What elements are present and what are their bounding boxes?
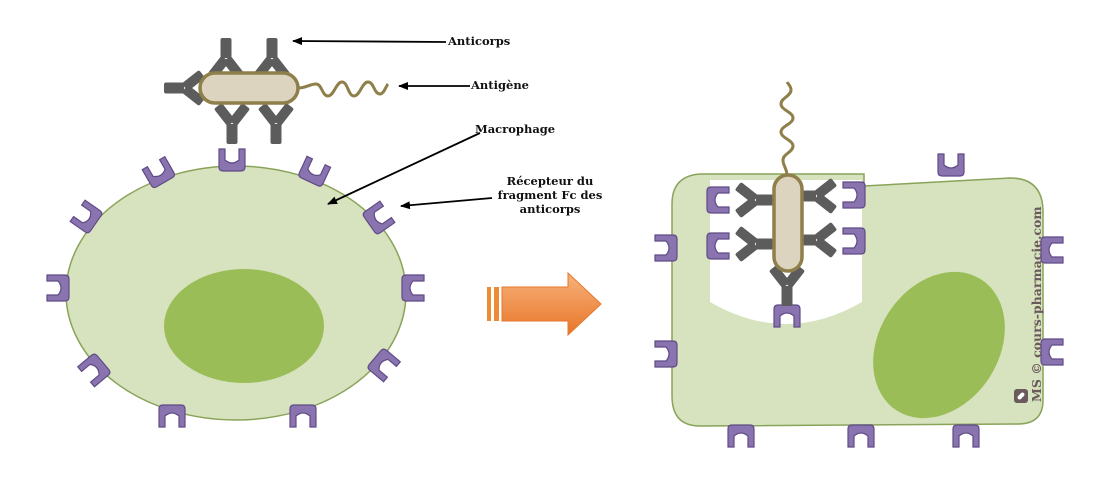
fc-receptor (727, 424, 755, 448)
label-antibodies: Anticorps (448, 34, 511, 48)
antigen-body (198, 71, 300, 105)
label-fc-receptor-line3: anticorps (519, 202, 581, 216)
label-fc-receptor-line2: fragment Fc des (497, 188, 603, 202)
engulfed-antigen (734, 81, 838, 306)
label-fc-receptor: Récepteur du fragment Fc des anticorps (495, 174, 605, 216)
fc-receptor (46, 274, 70, 302)
flagellum (779, 81, 795, 177)
label-fc-receptor-line1: Récepteur du (506, 174, 594, 188)
antigen-body (772, 173, 804, 273)
antibody (213, 102, 251, 144)
label-antigen: Antigène (471, 78, 529, 92)
fc-receptor (289, 404, 317, 428)
fc-receptor (952, 424, 980, 448)
fc-receptor (654, 340, 678, 368)
flagellum (297, 80, 390, 98)
annotation-arrows (292, 37, 493, 210)
watermark-text: MS © cours-pharmacie.com (1029, 206, 1044, 402)
fc-receptor (654, 234, 678, 262)
process-arrow (487, 271, 602, 337)
fc-receptor (847, 424, 875, 448)
fc-receptor (1040, 338, 1064, 366)
macrophage-nucleus (164, 269, 324, 383)
antibody (257, 102, 295, 144)
fc-receptor-bound (218, 148, 246, 172)
opsonized-antigen-left (164, 38, 390, 144)
fc-receptor (937, 153, 965, 177)
label-macrophage: Macrophage (475, 122, 556, 136)
watermark-logo-icon (1014, 389, 1028, 403)
fc-receptor (158, 404, 186, 428)
macrophage-nucleus-right (873, 271, 1005, 419)
fc-receptor (1040, 236, 1064, 264)
fc-receptor (401, 274, 425, 302)
